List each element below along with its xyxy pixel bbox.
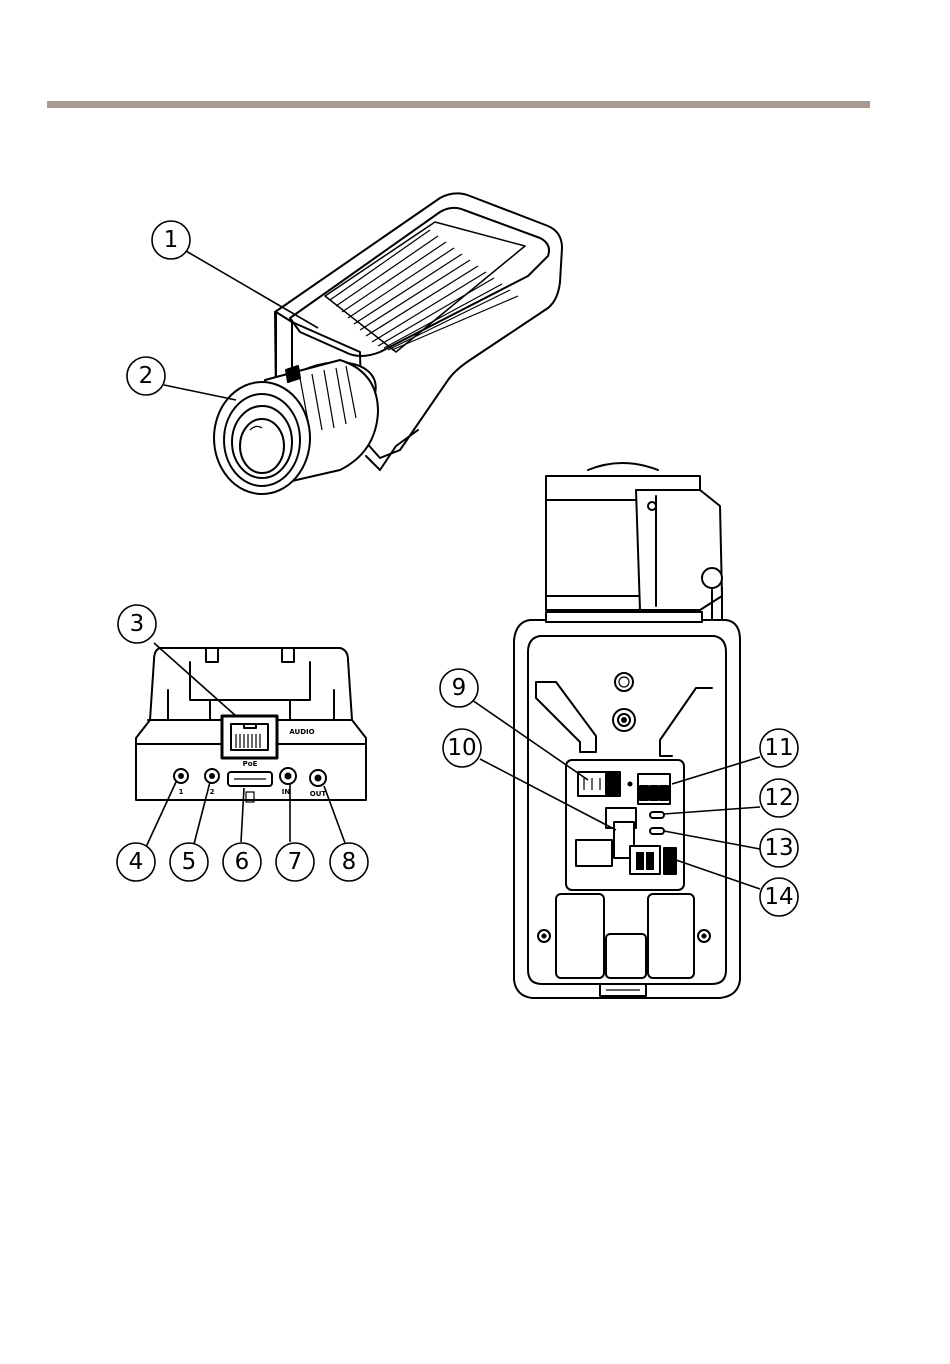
callout-3: 3 (118, 605, 156, 643)
callout-11: 11 (760, 729, 798, 767)
poe-label: PoE (243, 760, 258, 768)
callout-9: 9 (440, 669, 478, 707)
callout-14: 14 (760, 878, 798, 916)
svg-text:11: 11 (764, 735, 793, 761)
svg-text:13: 13 (764, 835, 793, 861)
svg-text:6: 6 (235, 849, 250, 875)
callout-6: 6 (223, 843, 261, 881)
audio-in-label: IN (282, 788, 291, 796)
callout-4: 4 (117, 843, 155, 881)
svg-text:14: 14 (764, 884, 793, 910)
audio-label: AUDIO (289, 728, 314, 736)
svg-text:1: 1 (164, 227, 179, 253)
callout-2: 2 (127, 357, 165, 395)
camera-perspective-view (214, 193, 562, 494)
svg-text:10: 10 (447, 735, 476, 761)
callout-1: 1 (152, 221, 190, 259)
callout-7: 7 (276, 843, 314, 881)
camera-underside-view (514, 463, 740, 998)
io-1-label: 1 (179, 788, 184, 796)
svg-text:9: 9 (452, 675, 467, 701)
io-2-label: 2 (210, 788, 215, 796)
audio-out-label: OUT (310, 790, 327, 798)
svg-text:12: 12 (764, 785, 793, 811)
svg-text:5: 5 (182, 849, 197, 875)
svg-text:4: 4 (129, 849, 144, 875)
callout-10: 10 (443, 729, 481, 767)
callout-8: 8 (330, 843, 368, 881)
callout-12: 12 (760, 779, 798, 817)
svg-text:7: 7 (288, 849, 303, 875)
callout-13: 13 (760, 829, 798, 867)
svg-text:2: 2 (139, 363, 154, 389)
callout-5: 5 (170, 843, 208, 881)
svg-text:3: 3 (130, 611, 145, 637)
svg-text:8: 8 (342, 849, 357, 875)
camera-rear-panel-view: PoE AUDIO 1 2 IN OUT (136, 648, 366, 802)
